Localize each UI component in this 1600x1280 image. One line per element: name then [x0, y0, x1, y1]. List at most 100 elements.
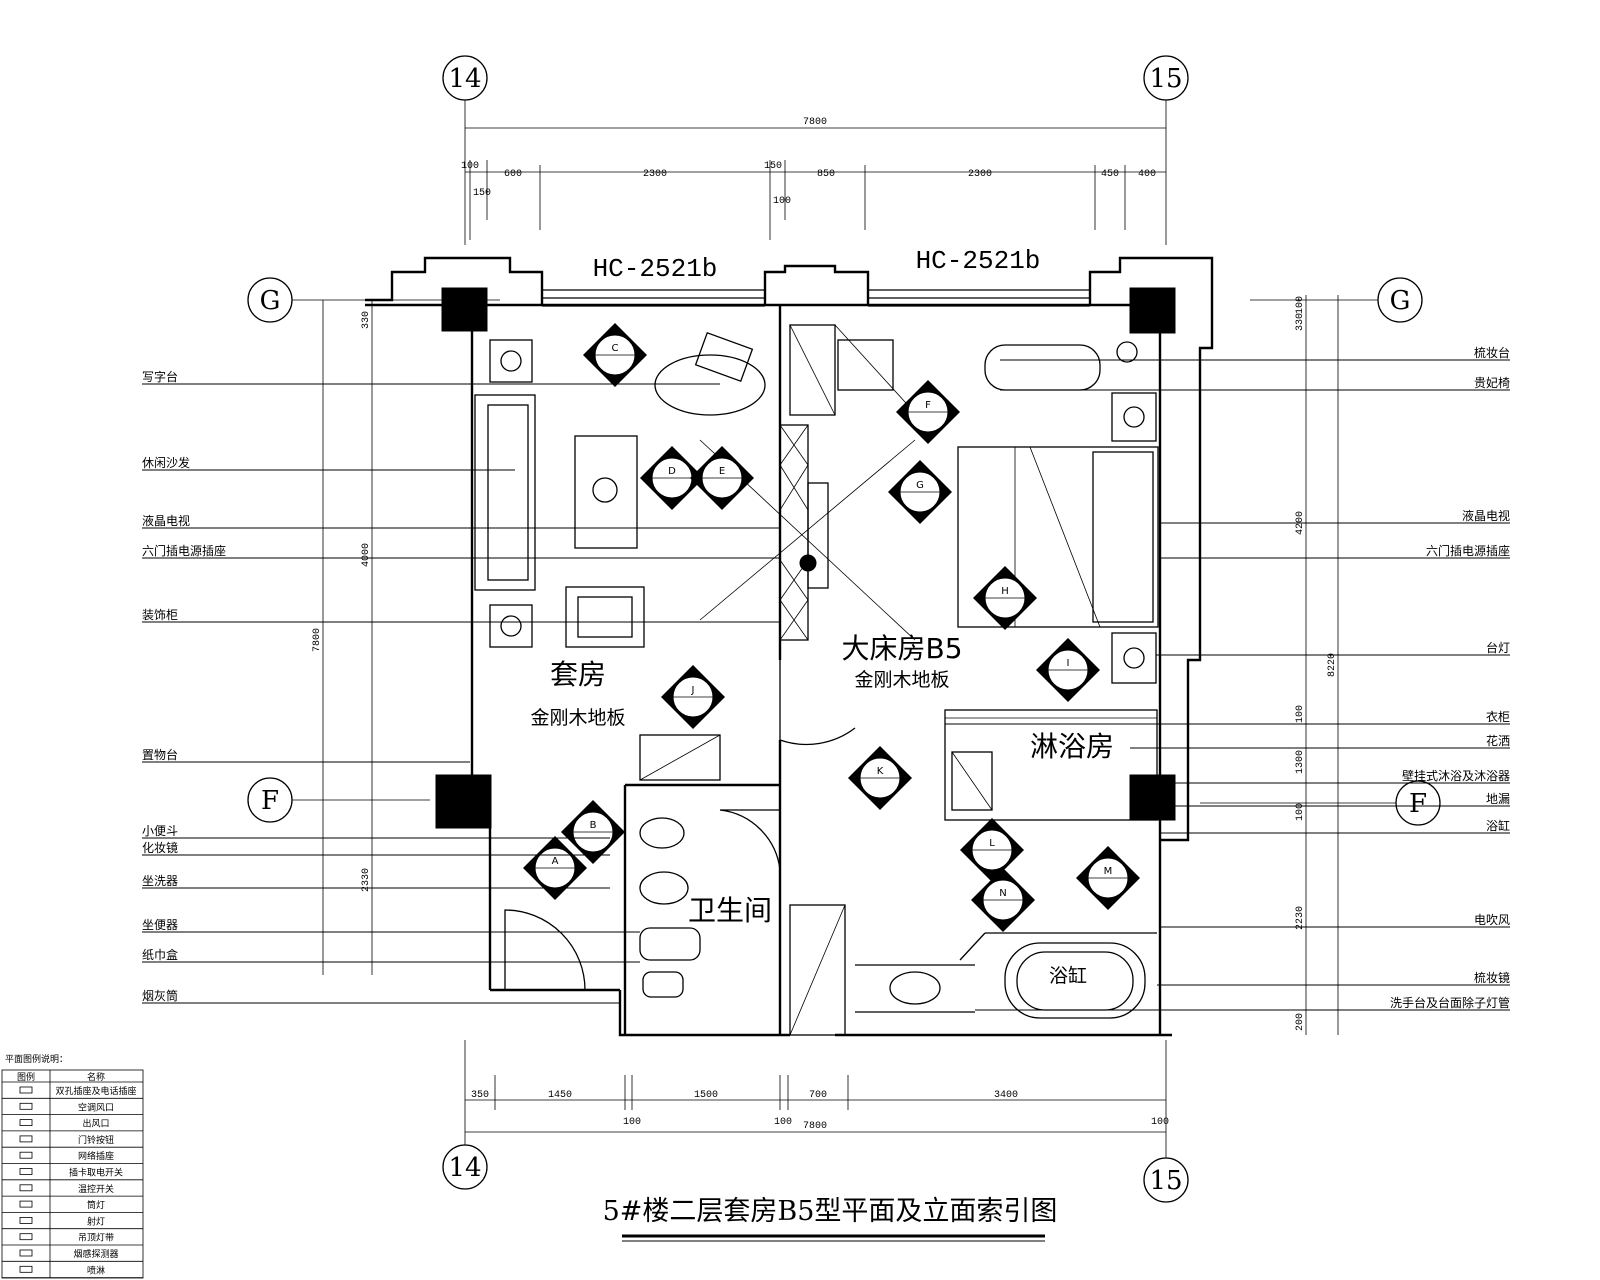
dim-top-5: 2300: [968, 169, 992, 180]
legend-row-name: 吊顶灯带: [78, 1233, 114, 1244]
left-callout-label: 六门插电源插座: [142, 543, 226, 558]
elevation-marker-g: G: [888, 460, 952, 524]
dim-bottom-4: 3400: [994, 1090, 1018, 1101]
top-dimensions: 7800 100 600 2300 150 850 2300 450 400 1…: [461, 117, 1166, 240]
right-callout-label: 花洒: [1486, 733, 1510, 748]
grid-axes: 14 15 14 15 G G F F: [247, 55, 1441, 1203]
dim-top-6: 450: [1101, 169, 1119, 180]
dim-bottom-sub-1: 100: [774, 1117, 792, 1128]
dim-top-4: 850: [817, 169, 835, 180]
dim-top-total: 7800: [803, 117, 827, 128]
shelf: [639, 734, 721, 781]
elevation-marker-i: I: [1036, 638, 1100, 702]
dim-bottom-sub-0: 100: [623, 1117, 641, 1128]
right-callout-label: 贵妃椅: [1474, 376, 1510, 390]
legend-table: 平面图例说明： 图例 名称 双孔插座及电话插座空调风口出风口门铃按钮网络插座插卡…: [1, 1053, 144, 1279]
room-suite: 套房: [550, 658, 606, 691]
elevation-marker-letter: F: [925, 400, 931, 411]
grid-label-14-top: 14: [448, 64, 481, 94]
column-g15: [1129, 287, 1176, 334]
right-callout-label: 壁挂式沐浴及沐浴器: [1402, 768, 1510, 783]
legend-row-name: 出风口: [82, 1118, 109, 1130]
left-callout-label: 纸巾盒: [142, 947, 178, 962]
legend-row-name: 温控开关: [78, 1183, 114, 1195]
dim-left-1: 4000: [361, 543, 372, 567]
left-callouts: 写字台休闲沙发液晶电视六门插电源插座装饰柜置物台小便斗化妆镜坐洗器坐便器纸巾盒烟…: [142, 369, 780, 1004]
elevation-marker-m: M: [1076, 846, 1140, 910]
dim-right-1: 330: [1295, 313, 1306, 331]
left-callout-label: 烟灰筒: [142, 988, 178, 1003]
tv-cabinet: [779, 424, 809, 641]
dim-bottom-total: 7800: [803, 1121, 827, 1132]
column-f15: [1129, 774, 1176, 821]
dim-bottom-2: 1500: [694, 1090, 718, 1101]
elevation-marker-letter: K: [877, 766, 884, 777]
right-callout-label: 衣柜: [1486, 709, 1510, 724]
room-suite-floor: 金刚木地板: [530, 707, 625, 729]
column-f14: [435, 774, 492, 829]
legend-row-name: 烟感探测器: [73, 1248, 118, 1260]
right-callout-label: 洗手台及台面除子灯管: [1390, 995, 1510, 1010]
grid-label-g-left: G: [260, 286, 281, 316]
room-wc: 卫生间: [688, 894, 772, 927]
left-callout-label: 化妆镜: [142, 840, 178, 855]
right-callout-label: 液晶电视: [1462, 508, 1510, 523]
bed: [957, 446, 1159, 628]
legend-row-name: 双孔插座及电话插座: [55, 1085, 136, 1097]
left-callout-label: 坐便器: [142, 918, 178, 932]
dim-right-6: 100: [1295, 803, 1306, 821]
legend-row-name: 空调风口: [78, 1101, 114, 1113]
elevation-marker-letter: H: [1001, 586, 1009, 597]
elevation-marker-letter: B: [590, 820, 597, 831]
elevation-marker-c: C: [583, 323, 647, 387]
dim-left-2: 7800: [312, 628, 323, 652]
left-callout-label: 休闲沙发: [142, 455, 190, 470]
lounge-chair: [837, 339, 894, 391]
dim-right-2: 4200: [1295, 511, 1306, 535]
dim-top-0: 100: [461, 161, 479, 172]
elevation-marker-d: D: [640, 446, 704, 510]
column-g14: [441, 287, 488, 332]
dim-top-sub-0: 150: [473, 188, 491, 199]
dim-top-1: 600: [504, 169, 522, 180]
elevation-marker-letter: N: [999, 888, 1006, 899]
window-label-left: HC-2521b: [593, 254, 718, 284]
elevation-marker-b: B: [561, 800, 625, 864]
elevation-marker-letter: G: [916, 480, 924, 491]
right-dimensions: 100 330 4200 8220 100 1300 100 2230 200: [1295, 295, 1339, 1035]
dim-bottom-3: 700: [809, 1090, 827, 1101]
left-callout-label: 液晶电视: [142, 513, 190, 528]
right-callout-label: 电吹风: [1474, 913, 1510, 927]
dim-right-0: 100: [1295, 296, 1306, 314]
bathroom-fixtures: [504, 751, 1146, 1036]
armchair: [565, 586, 645, 648]
legend-row-name: 插卡取电开关: [69, 1167, 123, 1179]
legend-row-name: 网络插座: [78, 1150, 114, 1162]
left-callout-label: 装饰柜: [142, 608, 178, 622]
legend-row-name: 筒灯: [87, 1199, 105, 1211]
room-bathtub: 浴缸: [1049, 965, 1087, 987]
legend-row-name: 喷淋: [87, 1264, 105, 1276]
elevation-marker-letter: J: [691, 685, 695, 696]
elevation-marker-f: F: [896, 380, 960, 444]
elevation-marker-letter: M: [1104, 866, 1113, 877]
left-dimensions: 330 4000 7800 2330: [312, 300, 373, 975]
dim-bottom-0: 350: [471, 1090, 489, 1101]
grid-label-f-right: F: [1409, 789, 1427, 819]
left-callout-label: 小便斗: [142, 824, 178, 838]
king-room-furniture: [789, 324, 1159, 684]
right-callout-label: 浴缸: [1486, 818, 1510, 833]
dim-right-5: 1300: [1295, 750, 1306, 774]
grid-label-g-right: G: [1390, 286, 1411, 316]
drawing-title: 5#楼二层套房B5型平面及立面索引图: [603, 1196, 1058, 1227]
dim-top-2: 2300: [643, 169, 667, 180]
desk: [654, 354, 766, 416]
dim-top-7: 400: [1138, 169, 1156, 180]
room-king-floor: 金刚木地板: [854, 669, 949, 691]
elevation-marker-h: H: [973, 566, 1037, 630]
dresser: [789, 324, 836, 416]
elevation-marker-k: K: [848, 746, 912, 810]
right-callout-label: 六门插电源插座: [1426, 543, 1510, 558]
